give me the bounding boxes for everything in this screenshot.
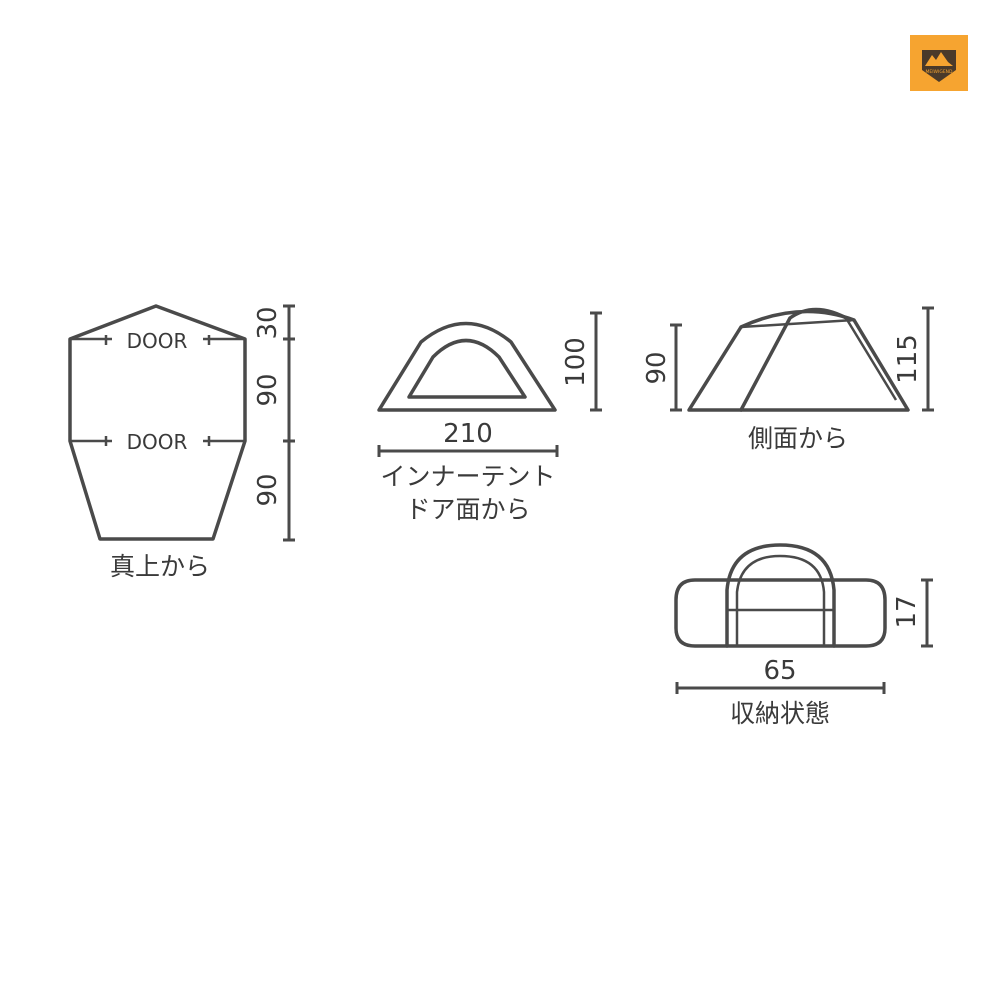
door-view: 210 100 インナーテント ドア面から bbox=[377, 311, 602, 524]
dim-210: 210 bbox=[443, 419, 493, 449]
dim-17: 17 bbox=[892, 595, 922, 628]
top-view-outline bbox=[68, 304, 247, 541]
side-view: 90 115 側面から bbox=[642, 306, 934, 453]
packed-view: 17 65 収納状態 bbox=[674, 543, 933, 728]
top-view: DOOR DOOR 30 90 90 真上から bbox=[68, 304, 295, 581]
packed-bag-handle bbox=[725, 543, 836, 648]
side-view-inner-arc bbox=[739, 307, 852, 412]
door-view-outline bbox=[377, 321, 557, 412]
brand-logo: MEIWIGEND bbox=[910, 35, 968, 91]
side-view-outline bbox=[687, 309, 910, 412]
dim-90-lower: 90 bbox=[253, 473, 283, 506]
dim-100: 100 bbox=[561, 337, 591, 387]
side-view-caption: 側面から bbox=[748, 424, 848, 453]
packed-bag-outline bbox=[674, 578, 887, 648]
dim-90-side: 90 bbox=[642, 351, 672, 384]
top-view-caption: 真上から bbox=[110, 552, 210, 581]
dim-115: 115 bbox=[893, 334, 923, 384]
door-label-top: DOOR bbox=[127, 329, 188, 353]
door-label-bottom: DOOR bbox=[127, 430, 188, 454]
door-view-opening bbox=[407, 338, 527, 399]
dim-65: 65 bbox=[763, 656, 796, 686]
door-view-caption-1: インナーテント bbox=[380, 462, 555, 491]
dim-30: 30 bbox=[253, 306, 283, 339]
logo-text: MEIWIGEND bbox=[926, 69, 954, 75]
dim-90-upper: 90 bbox=[253, 373, 283, 406]
packed-view-caption: 収納状態 bbox=[730, 699, 830, 728]
door-view-caption-2: ドア面から bbox=[405, 495, 530, 524]
